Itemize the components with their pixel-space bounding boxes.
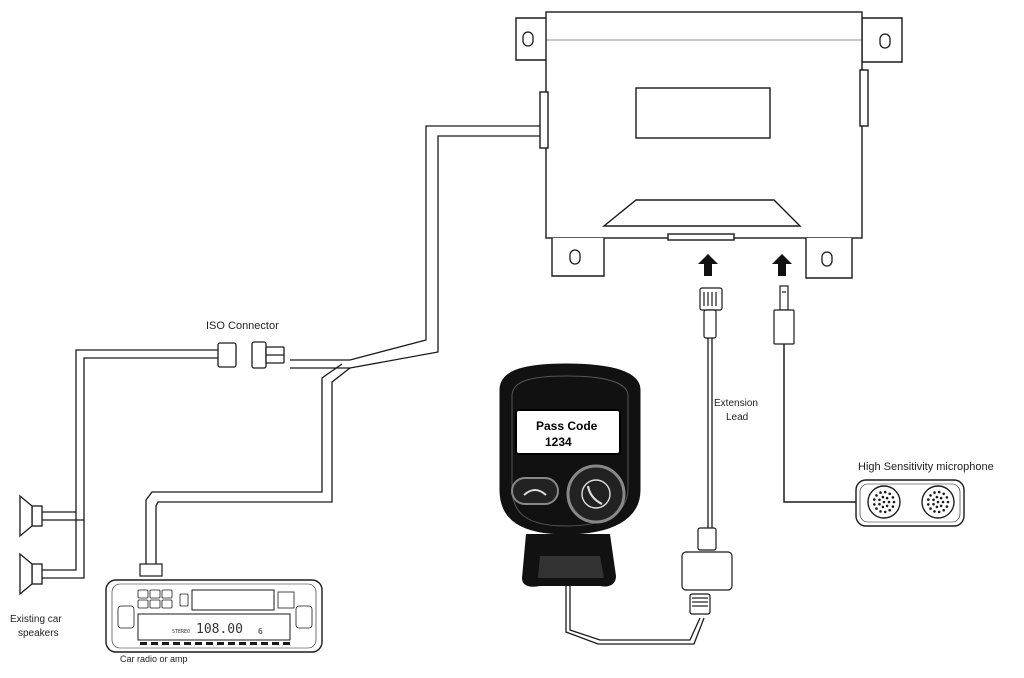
microphone-cable — [783, 344, 858, 503]
grille-hole — [891, 505, 895, 508]
grille-hole — [875, 494, 878, 497]
grille-hole — [885, 496, 889, 500]
grille-hole — [875, 507, 878, 510]
microphone-jack — [773, 285, 795, 345]
mount-holes — [522, 31, 891, 267]
radio-preset-button — [184, 642, 191, 645]
grille-hole — [927, 503, 930, 506]
grille-hole — [882, 500, 886, 504]
radio-preset-button — [250, 642, 257, 645]
radio-preset-button — [195, 642, 202, 645]
end-call-icon — [523, 489, 547, 496]
iso-connector-label: ISO Connector — [206, 320, 279, 332]
grille-hole — [878, 502, 881, 506]
iso-connector — [217, 341, 285, 369]
grille-hole — [939, 496, 943, 500]
grille-hole — [887, 500, 891, 504]
grille-hole — [881, 495, 885, 499]
arrow-up-icon — [698, 254, 792, 276]
radio-preset-button — [173, 642, 180, 645]
speaker-icon — [19, 552, 43, 596]
radio-preset-button — [261, 642, 268, 645]
radio-harness-cable — [145, 363, 351, 566]
grille-hole — [883, 490, 887, 494]
radio-preset-button — [140, 642, 147, 645]
handset-screen-line2: 1234 — [545, 435, 572, 449]
cable-junction — [681, 527, 733, 615]
grille-hole — [932, 502, 935, 506]
radio-preset-button — [151, 642, 158, 645]
grille-hole — [879, 510, 882, 513]
radio-preset-button — [272, 642, 279, 645]
grille-hole — [892, 500, 896, 504]
grille-hole — [935, 495, 939, 499]
radio-channel-display: 6 — [258, 627, 263, 636]
speakers-label-1: Existing car — [10, 614, 62, 625]
radio-mode-display: STEREO — [172, 629, 190, 635]
grille-hole — [929, 507, 932, 510]
grille-hole — [929, 494, 932, 497]
grille-hole — [945, 505, 949, 508]
grille-hole — [927, 498, 930, 501]
grille-hole — [946, 500, 950, 504]
grille-hole — [939, 504, 943, 508]
grille-hole — [883, 510, 887, 514]
radio-harness-plug — [139, 563, 163, 577]
speaker-cable — [42, 349, 218, 579]
microphone-grille — [873, 490, 950, 514]
radio-preset-buttons — [140, 642, 290, 645]
grille-hole — [942, 508, 945, 512]
radio-preset-button — [239, 642, 246, 645]
extension-lead-label-2: Lead — [726, 412, 748, 423]
grille-hole — [891, 496, 895, 499]
grille-hole — [885, 504, 889, 508]
radio-frequency-display: 108.00 — [196, 622, 243, 637]
radio-preset-button — [283, 642, 290, 645]
radio-preset-button — [206, 642, 213, 645]
grille-hole — [881, 505, 885, 509]
grille-hole — [945, 496, 949, 499]
grille-hole — [873, 503, 876, 506]
handset-cable — [565, 560, 705, 645]
handset — [499, 363, 641, 587]
radio-preset-button — [217, 642, 224, 645]
grille-hole — [888, 492, 891, 496]
main-harness-cable — [290, 125, 543, 369]
grille-hole — [937, 510, 941, 514]
speakers-label-2: speakers — [18, 628, 59, 639]
microphone-label: High Sensitivity microphone — [858, 461, 994, 473]
grille-hole — [941, 500, 945, 504]
extension-lead-label-1: Extension — [714, 398, 758, 409]
radio-preset-button — [162, 642, 169, 645]
control-box — [515, 11, 903, 279]
grille-hole — [879, 491, 882, 494]
grille-hole — [937, 490, 941, 494]
extension-lead-plug — [699, 287, 723, 339]
grille-hole — [878, 498, 881, 502]
extension-lead-cable — [707, 338, 713, 528]
grille-hole — [933, 510, 936, 513]
handset-screen-line1: Pass Code — [536, 419, 598, 433]
grille-hole — [936, 500, 940, 504]
radio-label: Car radio or amp — [120, 654, 188, 664]
grille-hole — [935, 505, 939, 509]
grille-hole — [888, 508, 891, 512]
grille-hole — [942, 492, 945, 496]
speaker-icon — [19, 494, 43, 538]
car-radio — [105, 579, 323, 653]
call-icon — [581, 479, 611, 509]
radio-preset-button — [228, 642, 235, 645]
grille-hole — [873, 498, 876, 501]
grille-hole — [933, 491, 936, 494]
grille-hole — [932, 498, 935, 502]
